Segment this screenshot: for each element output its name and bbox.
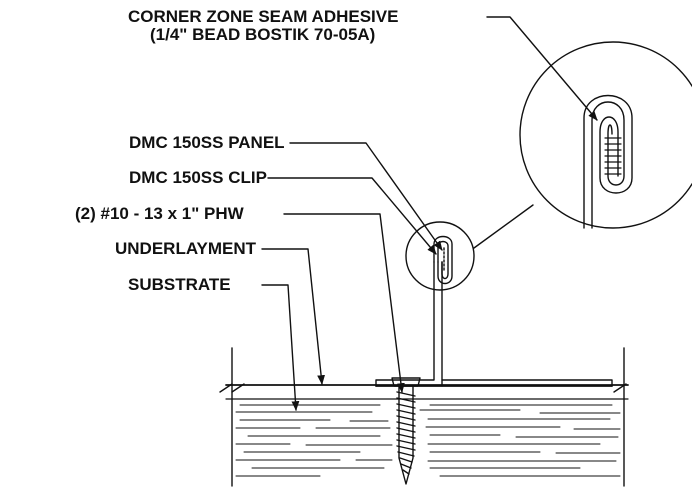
callout-fastener: (2) #10 - 13 x 1" PHW xyxy=(75,204,244,223)
clip-profile xyxy=(375,261,613,387)
leader-lines xyxy=(261,16,598,411)
callout-clip: DMC 150SS CLIP xyxy=(129,168,267,187)
callout-substrate: SUBSTRATE xyxy=(128,275,231,294)
substrate-block xyxy=(219,347,629,487)
callout-underlayment: UNDERLAYMENT xyxy=(115,239,257,258)
callout-adhesive-line1: CORNER ZONE SEAM ADHESIVE xyxy=(128,7,399,26)
screw-fastener xyxy=(391,377,421,485)
seam-small xyxy=(405,221,475,291)
seam-magnified xyxy=(473,41,692,249)
callout-panel: DMC 150SS PANEL xyxy=(129,133,285,152)
callout-adhesive-line2: (1/4" BEAD BOSTIK 70-05A) xyxy=(150,25,376,44)
